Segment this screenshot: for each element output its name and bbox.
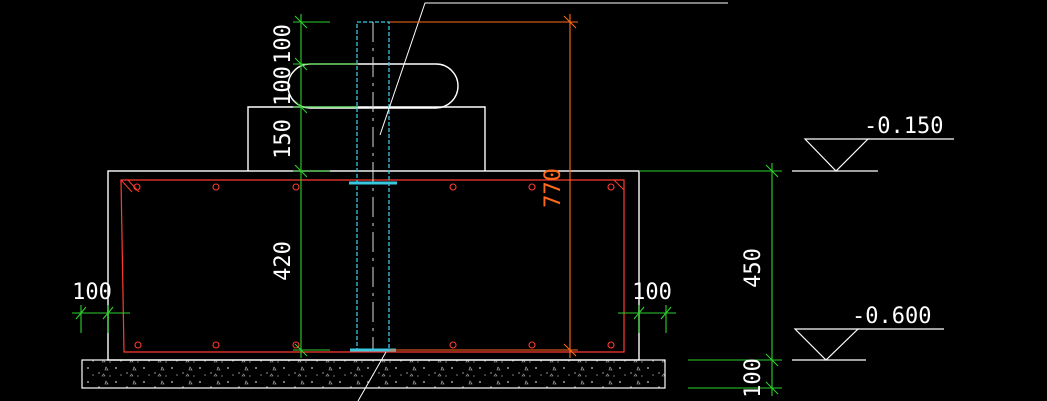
dim-150: 150: [271, 119, 296, 159]
orange-dimension: [389, 14, 578, 358]
rebar-cage: [120, 179, 625, 353]
rebar-dot: [133, 183, 141, 191]
dim-left-100: 100: [72, 280, 112, 305]
right-cover-dimension: [618, 305, 676, 333]
dim-top-100-a: 100: [271, 24, 296, 64]
elevation-upper-label: -0.150: [864, 114, 943, 139]
dim-bottom-100: 100: [741, 358, 766, 398]
elevation-marker-lower: [792, 328, 944, 361]
elevation-lower-label: -0.600: [852, 304, 931, 329]
rebar-dot: [607, 341, 615, 349]
left-dimension-chain: [293, 14, 358, 358]
leader-top: [379, 2, 728, 136]
right-dimension-chain: [639, 163, 782, 396]
rebar-dot: [449, 183, 457, 191]
rebar-dot: [212, 341, 220, 349]
rebar-dot: [607, 183, 615, 191]
pedestal-outline: [247, 106, 486, 171]
dim-450: 450: [741, 248, 766, 288]
rebar-dot: [212, 183, 220, 191]
dim-420: 420: [271, 241, 296, 281]
elevation-marker-upper: [792, 138, 954, 172]
rebar-dot: [449, 341, 457, 349]
dim-770: 770: [541, 168, 566, 208]
rebar-hook-right: [613, 179, 625, 191]
leader-bottom: [357, 351, 387, 401]
rebar-dots: [133, 183, 615, 349]
dim-top-100-b: 100: [271, 66, 296, 106]
dim-right-100: 100: [632, 280, 672, 305]
rebar-dot: [292, 341, 300, 349]
left-cover-dimension: [72, 305, 130, 333]
rebar-dot: [134, 341, 142, 349]
rebar-dot: [528, 341, 536, 349]
rebar-dot: [528, 183, 536, 191]
rebar-dot: [292, 183, 300, 191]
